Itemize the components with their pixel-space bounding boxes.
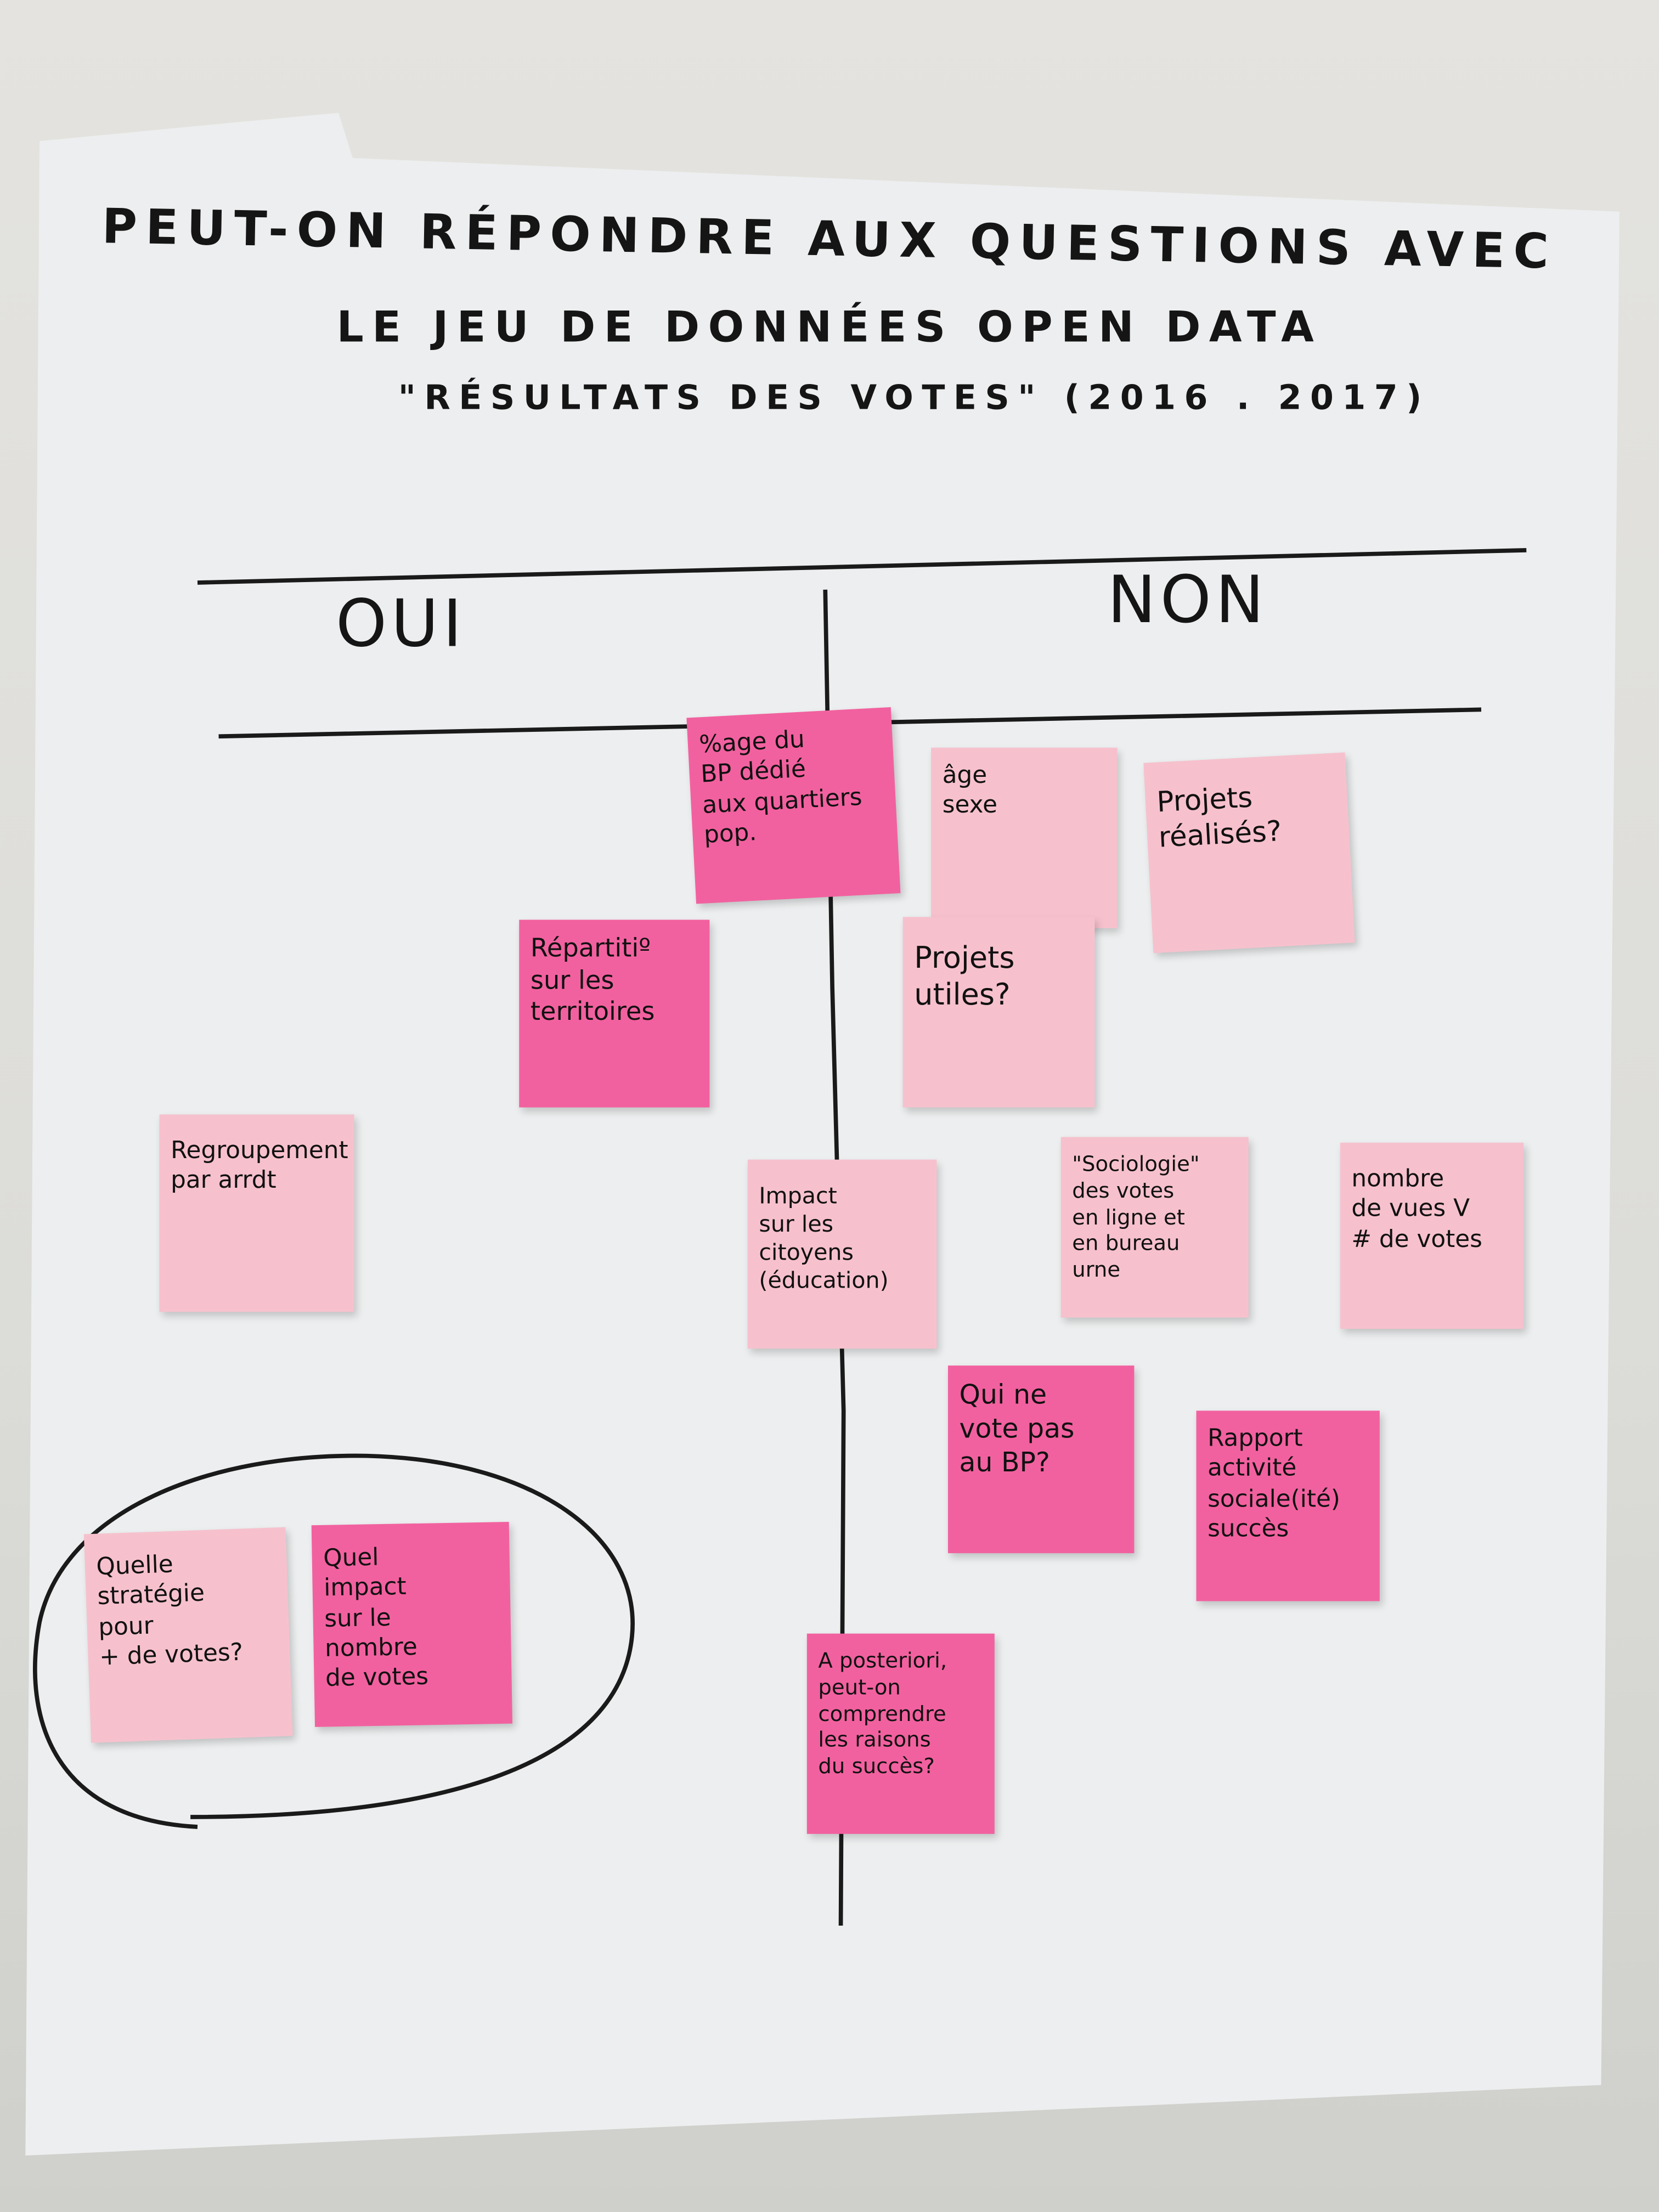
circle-grouping <box>32 1453 635 1829</box>
column-header-non: NON <box>1107 561 1268 638</box>
sticky-note-projets-utiles[interactable]: Projets utiles? <box>902 917 1095 1108</box>
sticky-note-strategie[interactable]: Quelle stratégie pour + de votes? <box>83 1527 293 1743</box>
title-line-2: LE JEU DE DONNÉES OPEN DATA <box>336 303 1323 353</box>
title-line-3: "RÉSULTATS DES VOTES" (2016 . 2017) <box>398 378 1430 418</box>
sticky-note-age-sexe[interactable]: âge sexe <box>931 747 1118 928</box>
sticky-note-pct-bp[interactable]: %age du BP dédié aux quartiers pop. <box>686 707 901 904</box>
sticky-note-qui-ne-vote[interactable]: Qui ne vote pas au BP? <box>947 1365 1135 1554</box>
sticky-note-quel-impact[interactable]: Quel impact sur le nombre de votes <box>311 1521 513 1727</box>
column-header-oui: OUI <box>335 585 466 662</box>
header-line-top <box>197 548 1527 585</box>
sticky-note-projets-realises[interactable]: Projets réalisés? <box>1143 752 1355 953</box>
sticky-note-impact-citoyens[interactable]: Impact sur les citoyens (éducation) <box>747 1159 937 1349</box>
sticky-note-repartition[interactable]: Répartitiº sur les territoires <box>519 919 710 1108</box>
sticky-note-nombre-vues[interactable]: nombre de vues V # de votes <box>1340 1142 1524 1329</box>
sticky-note-a-posteriori[interactable]: A posteriori, peut-on comprendre les rai… <box>806 1633 995 1834</box>
sticky-note-sociologie[interactable]: "Sociologie" des votes en ligne et en bu… <box>1060 1137 1249 1318</box>
sticky-note-regroupement[interactable]: Regroupement par arrdt <box>159 1114 354 1312</box>
sticky-note-rapport[interactable]: Rapport activité sociale(ité) succès <box>1196 1410 1380 1601</box>
